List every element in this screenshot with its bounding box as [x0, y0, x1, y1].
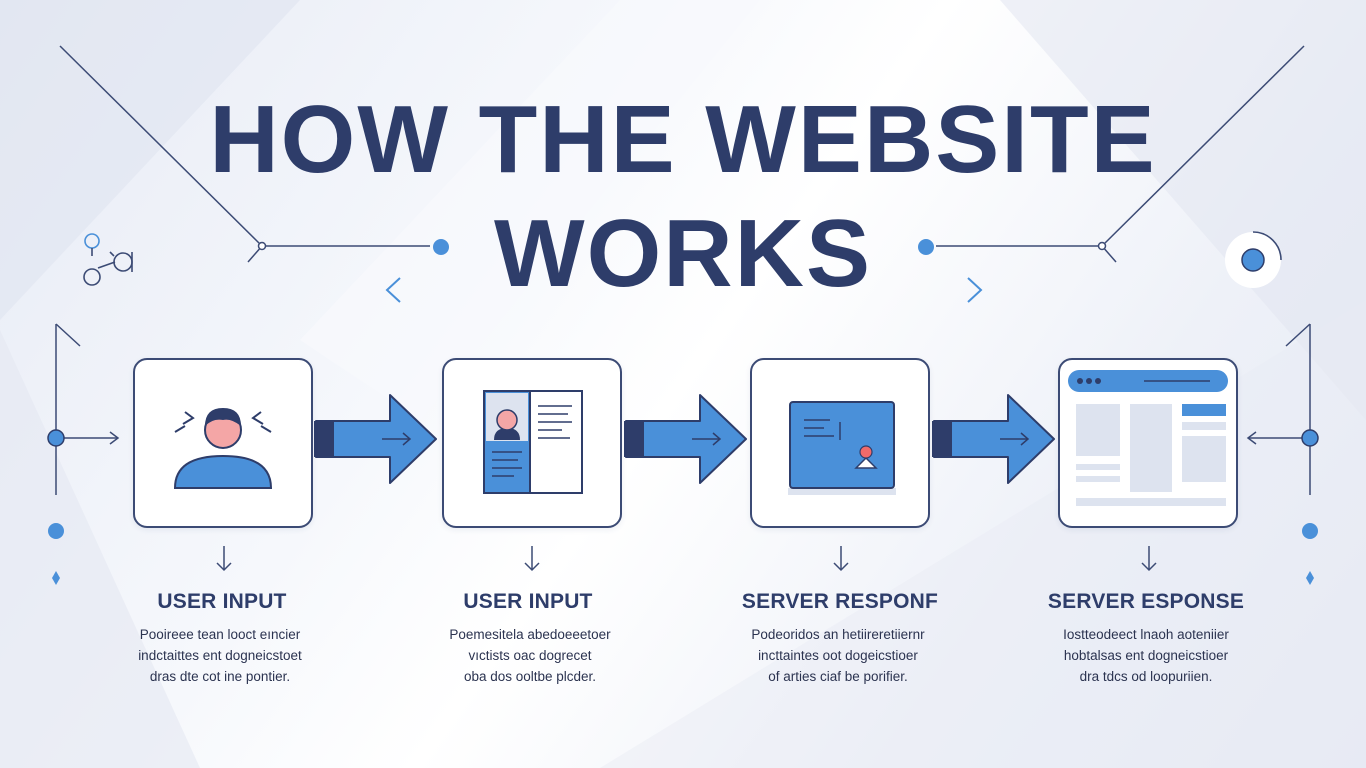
node-dot	[257, 241, 267, 251]
step-title-4: SERVER ESPONSE	[1047, 590, 1245, 613]
step-description-4: Iostteodeect lnaoh aoteniier hobtalsas e…	[1016, 624, 1276, 687]
step-card-1	[133, 358, 313, 528]
step-title-3: SERVER RESPONF	[741, 590, 939, 613]
user-icon	[173, 408, 273, 489]
step-card-2	[442, 358, 622, 528]
down-arrow-icons	[216, 546, 1157, 572]
node-dot	[1097, 241, 1107, 251]
description-line: Podeoridos an hetiireretiiernr	[751, 627, 925, 642]
accent-dot	[1302, 523, 1318, 539]
accent-dot	[433, 239, 449, 255]
browser-window-icon	[1068, 370, 1228, 506]
page-title-line-1: HOW THE WEBSITE	[209, 86, 1157, 193]
target-ring-icon	[1225, 231, 1282, 288]
sparkle-icon	[1306, 571, 1314, 585]
accent-dot	[918, 239, 934, 255]
accent-dot	[48, 523, 64, 539]
description-line: hobtalsas ent dogneicstioer	[1063, 648, 1229, 663]
description-line: Pooireee tean looct eıncier	[139, 627, 301, 642]
step-card-3	[750, 358, 930, 528]
step-description-2: Poemesitela abedoeeetoer vıctists oac do…	[400, 624, 660, 687]
step-title-2: USER INPUT	[463, 590, 593, 613]
sparkle-icon	[52, 571, 60, 585]
step-title-1: USER INPUT	[157, 590, 287, 613]
accent-dot	[47, 429, 65, 447]
step-description-1: Pooireee tean looct eıncier indctaittes …	[90, 624, 350, 687]
description-line: oba dos ooltbe plcder.	[463, 669, 597, 684]
description-line: of arties ciaf be porifier.	[768, 669, 908, 684]
description-line: dras dte cot ine pontier.	[149, 669, 291, 684]
right-side-connector	[1246, 323, 1311, 495]
chevron-left-icon	[385, 277, 401, 303]
description-line: dra tdcs od loopuriien.	[1079, 669, 1213, 684]
network-nodes-icon	[83, 233, 133, 286]
flow-arrow-1	[314, 394, 437, 484]
left-side-connector	[55, 323, 120, 495]
step-card-4	[1058, 358, 1238, 528]
description-line: Poemesitela abedoeeetoer	[449, 627, 611, 642]
chevron-right-icon	[967, 277, 983, 303]
step-description-3: Podeoridos an hetiireretiiernr incttaint…	[708, 624, 968, 687]
description-line: vıctists oac dogrecet	[468, 648, 592, 663]
flow-arrow-2	[624, 394, 747, 484]
page-title-line-2: WORKS	[494, 200, 872, 307]
server-screen-icon	[788, 401, 896, 495]
accent-dot	[1301, 429, 1319, 447]
profile-document-icon	[483, 390, 583, 494]
description-line: Iostteodeect lnaoh aoteniier	[1063, 627, 1229, 642]
description-line: incttaintes oot dogeicstioer	[758, 648, 918, 663]
flow-arrow-3	[932, 394, 1055, 484]
description-line: indctaittes ent dogneicstoet	[138, 648, 302, 663]
